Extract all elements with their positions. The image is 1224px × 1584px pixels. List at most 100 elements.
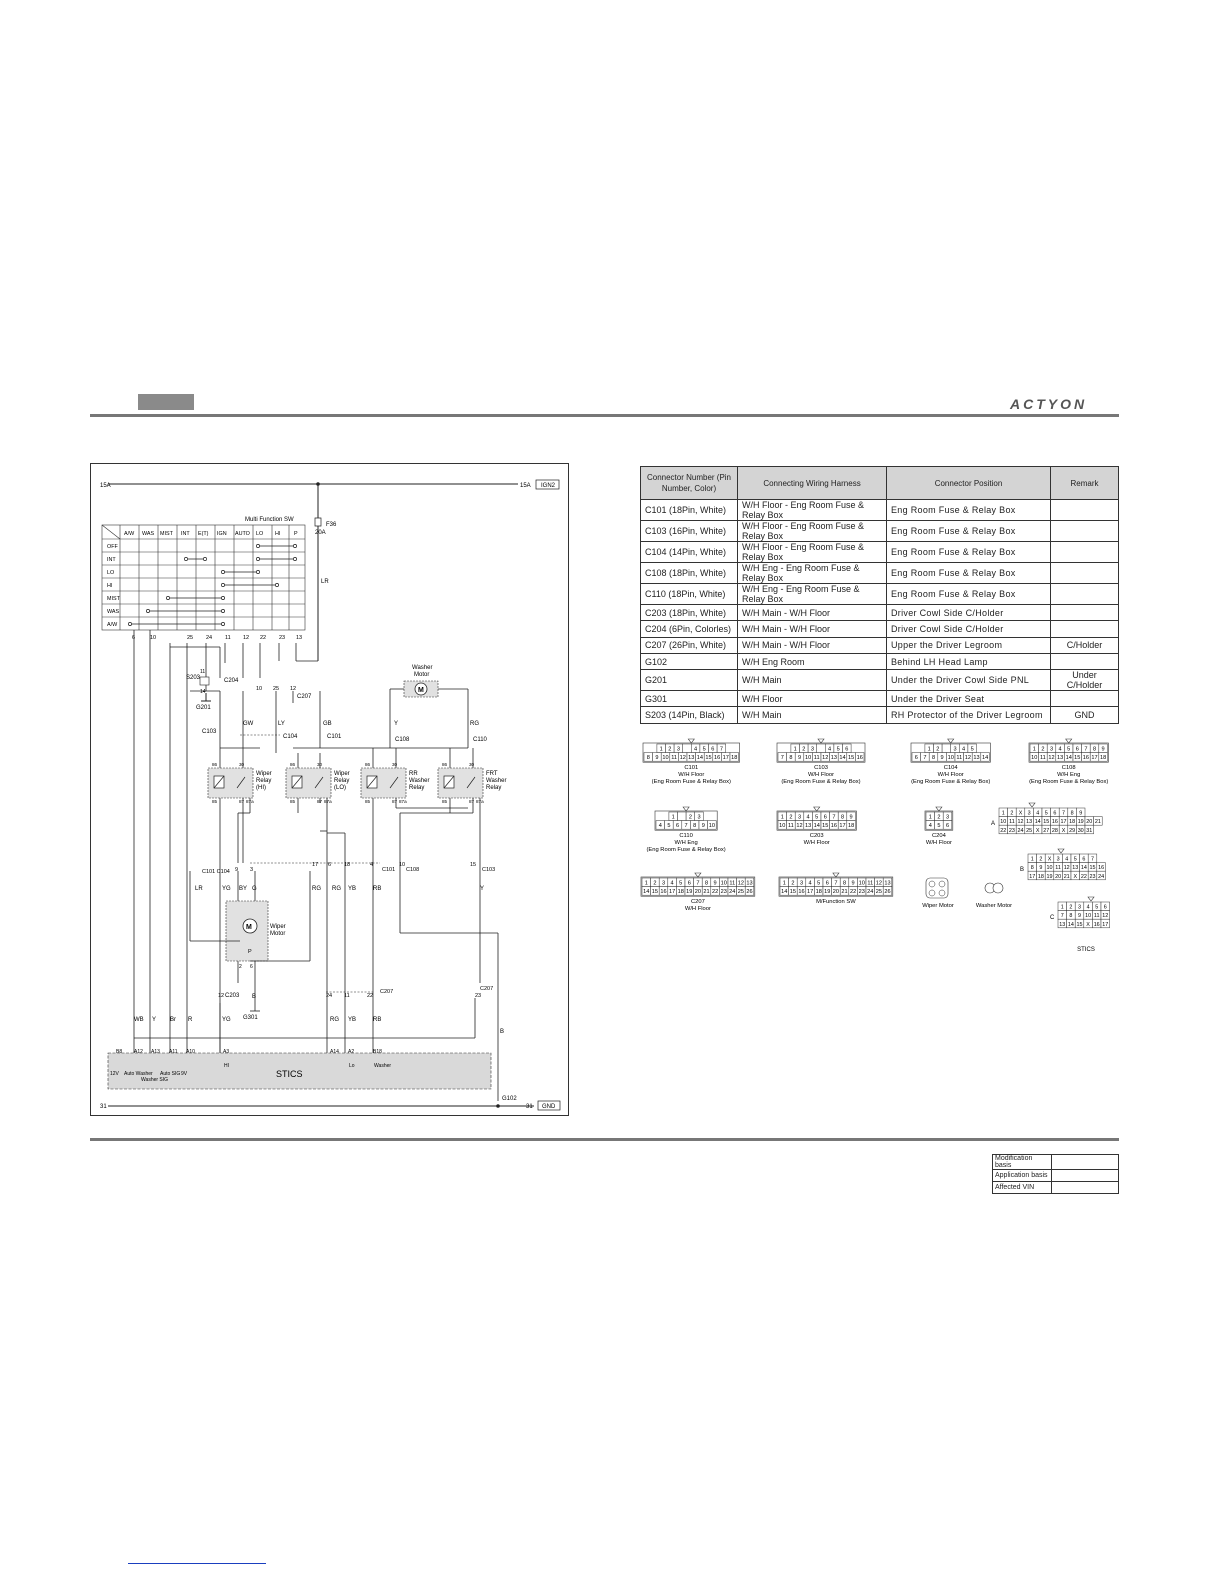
- pin-number: 4: [659, 823, 662, 829]
- s203-label: S203: [186, 675, 201, 681]
- pin-number: 14: [982, 755, 988, 761]
- connector-caption: (Eng Room Fuse & Relay Box): [781, 779, 860, 785]
- pin-number: 21: [841, 889, 847, 895]
- connector-number-cell: C104 (14Pin, White): [640, 541, 738, 563]
- c108-label-2: C108: [406, 867, 419, 873]
- svg-text:9: 9: [235, 867, 238, 873]
- relay-hi-l2: Relay: [256, 778, 271, 784]
- pin-number: 14: [1068, 922, 1074, 928]
- relay-frt-l2: Washer: [486, 778, 506, 784]
- pin-number: 6: [676, 823, 679, 829]
- pin-number: 7: [1061, 913, 1064, 919]
- pin-number: 7: [720, 747, 723, 753]
- rail-31-right: 31: [526, 1104, 533, 1110]
- mfs-row-3: HI: [107, 583, 112, 589]
- pin-number: 24: [729, 889, 735, 895]
- connector-row: C110 (18Pin, White)W/H Eng - Eng Room Fu…: [640, 583, 1119, 605]
- pin-number: 1: [660, 747, 663, 753]
- pin-number: 10: [859, 881, 865, 887]
- relay-rr-l1: RR: [409, 771, 418, 777]
- washer-motor-title-2: Motor: [414, 672, 429, 678]
- svg-text:25: 25: [273, 686, 279, 692]
- harness-cell: W/H Main - W/H Floor: [737, 603, 887, 622]
- wiper-motor-connector: [925, 877, 949, 899]
- pin-number: 17: [1102, 922, 1108, 928]
- pin-number: 2: [937, 815, 940, 821]
- wire-by: BY: [239, 886, 247, 892]
- stics-pin-1: A12: [134, 1049, 143, 1055]
- wire-yg: YG: [222, 886, 231, 892]
- harness-cell: W/H Floor - Eng Room Fuse & Relay Box: [737, 499, 887, 521]
- pin-number: 4: [1036, 811, 1039, 817]
- pin-number: 11: [788, 823, 794, 829]
- pin-number: 3: [1050, 747, 1053, 753]
- remark-cell: [1050, 583, 1119, 605]
- mfs-col-3: INT: [181, 531, 190, 537]
- pin-number: 16: [857, 755, 863, 761]
- pin-number: 14: [781, 889, 787, 895]
- mfs-col-5: IGN: [217, 531, 227, 537]
- pin-number: 9: [1078, 913, 1081, 919]
- wire-yb-low: YB: [348, 1017, 356, 1023]
- pin-number: 6: [711, 747, 714, 753]
- pin-number: 20: [1055, 874, 1061, 880]
- connector-key-mark: [1057, 848, 1065, 854]
- pin-number: 5: [937, 823, 940, 829]
- pin-number: 1: [1002, 811, 1005, 817]
- pin-number: 17: [807, 889, 813, 895]
- stics-label: STICS: [276, 1069, 303, 1079]
- pin-number: 4: [671, 881, 674, 887]
- stics-pin-6: A14: [330, 1049, 339, 1055]
- connector-caption: W/H Floor: [938, 772, 964, 778]
- fuse-wire: LR: [321, 579, 329, 585]
- connector-number-cell: G102: [640, 652, 738, 671]
- svg-text:M: M: [246, 924, 252, 931]
- pin-number: 1: [781, 815, 784, 821]
- connector-caption: C110: [679, 833, 692, 839]
- mfs-pin-3: 24: [206, 635, 212, 641]
- connector-caption: Wiper Motor: [922, 903, 954, 909]
- pin-number: 3: [800, 881, 803, 887]
- svg-text:11: 11: [200, 669, 205, 675]
- relay-rr-l3: Relay: [409, 785, 424, 791]
- connector-key-mark: [682, 806, 690, 812]
- pin-number: 6: [915, 755, 918, 761]
- pin-number: 14: [1081, 865, 1087, 871]
- pin-number: 1: [928, 747, 931, 753]
- pin-number: 5: [971, 747, 974, 753]
- pin-number: 15: [1074, 755, 1080, 761]
- pin-number: 2: [789, 815, 792, 821]
- pin-number: 1: [1031, 857, 1034, 863]
- pin-number: 25: [876, 889, 882, 895]
- stics-pin-5: A3: [223, 1049, 229, 1055]
- pin-number: 23: [1009, 828, 1015, 834]
- pin-number: 22: [1081, 874, 1087, 880]
- pin-number: 18: [1069, 819, 1075, 825]
- mfs-pin-8: 13: [296, 635, 302, 641]
- pin-number: 1: [783, 881, 786, 887]
- pin-number: 12: [738, 881, 744, 887]
- pin-number: 5: [1095, 905, 1098, 911]
- affected-vin-value: [1051, 1181, 1119, 1194]
- pin-number: 2: [936, 747, 939, 753]
- pin-number: 20: [695, 889, 701, 895]
- svg-text:86: 86: [290, 762, 296, 767]
- connector-row: C103 (16Pin, White)W/H Floor - Eng Room …: [640, 520, 1119, 542]
- pin-number: 13: [831, 755, 837, 761]
- pin-number: 11: [1009, 819, 1015, 825]
- svg-text:30: 30: [469, 762, 475, 767]
- harness-cell: W/H Floor - Eng Room Fuse & Relay Box: [737, 520, 887, 542]
- pin-number: 10: [948, 755, 954, 761]
- pin-number: 7: [923, 755, 926, 761]
- pin-cell: [1098, 752, 1108, 762]
- pin-number: 12: [1102, 913, 1108, 919]
- pin-number: 31: [1086, 828, 1092, 834]
- pin-number: 7: [1062, 811, 1065, 817]
- c101-label: C101: [327, 734, 342, 740]
- pin-number: 20: [1086, 819, 1092, 825]
- modification-table: Modification basis Application basis Aff…: [992, 1154, 1119, 1194]
- pin-cell: [816, 743, 826, 753]
- connector-caption: W/H Floor: [926, 840, 952, 846]
- wire-rg-low: RG: [330, 1017, 339, 1023]
